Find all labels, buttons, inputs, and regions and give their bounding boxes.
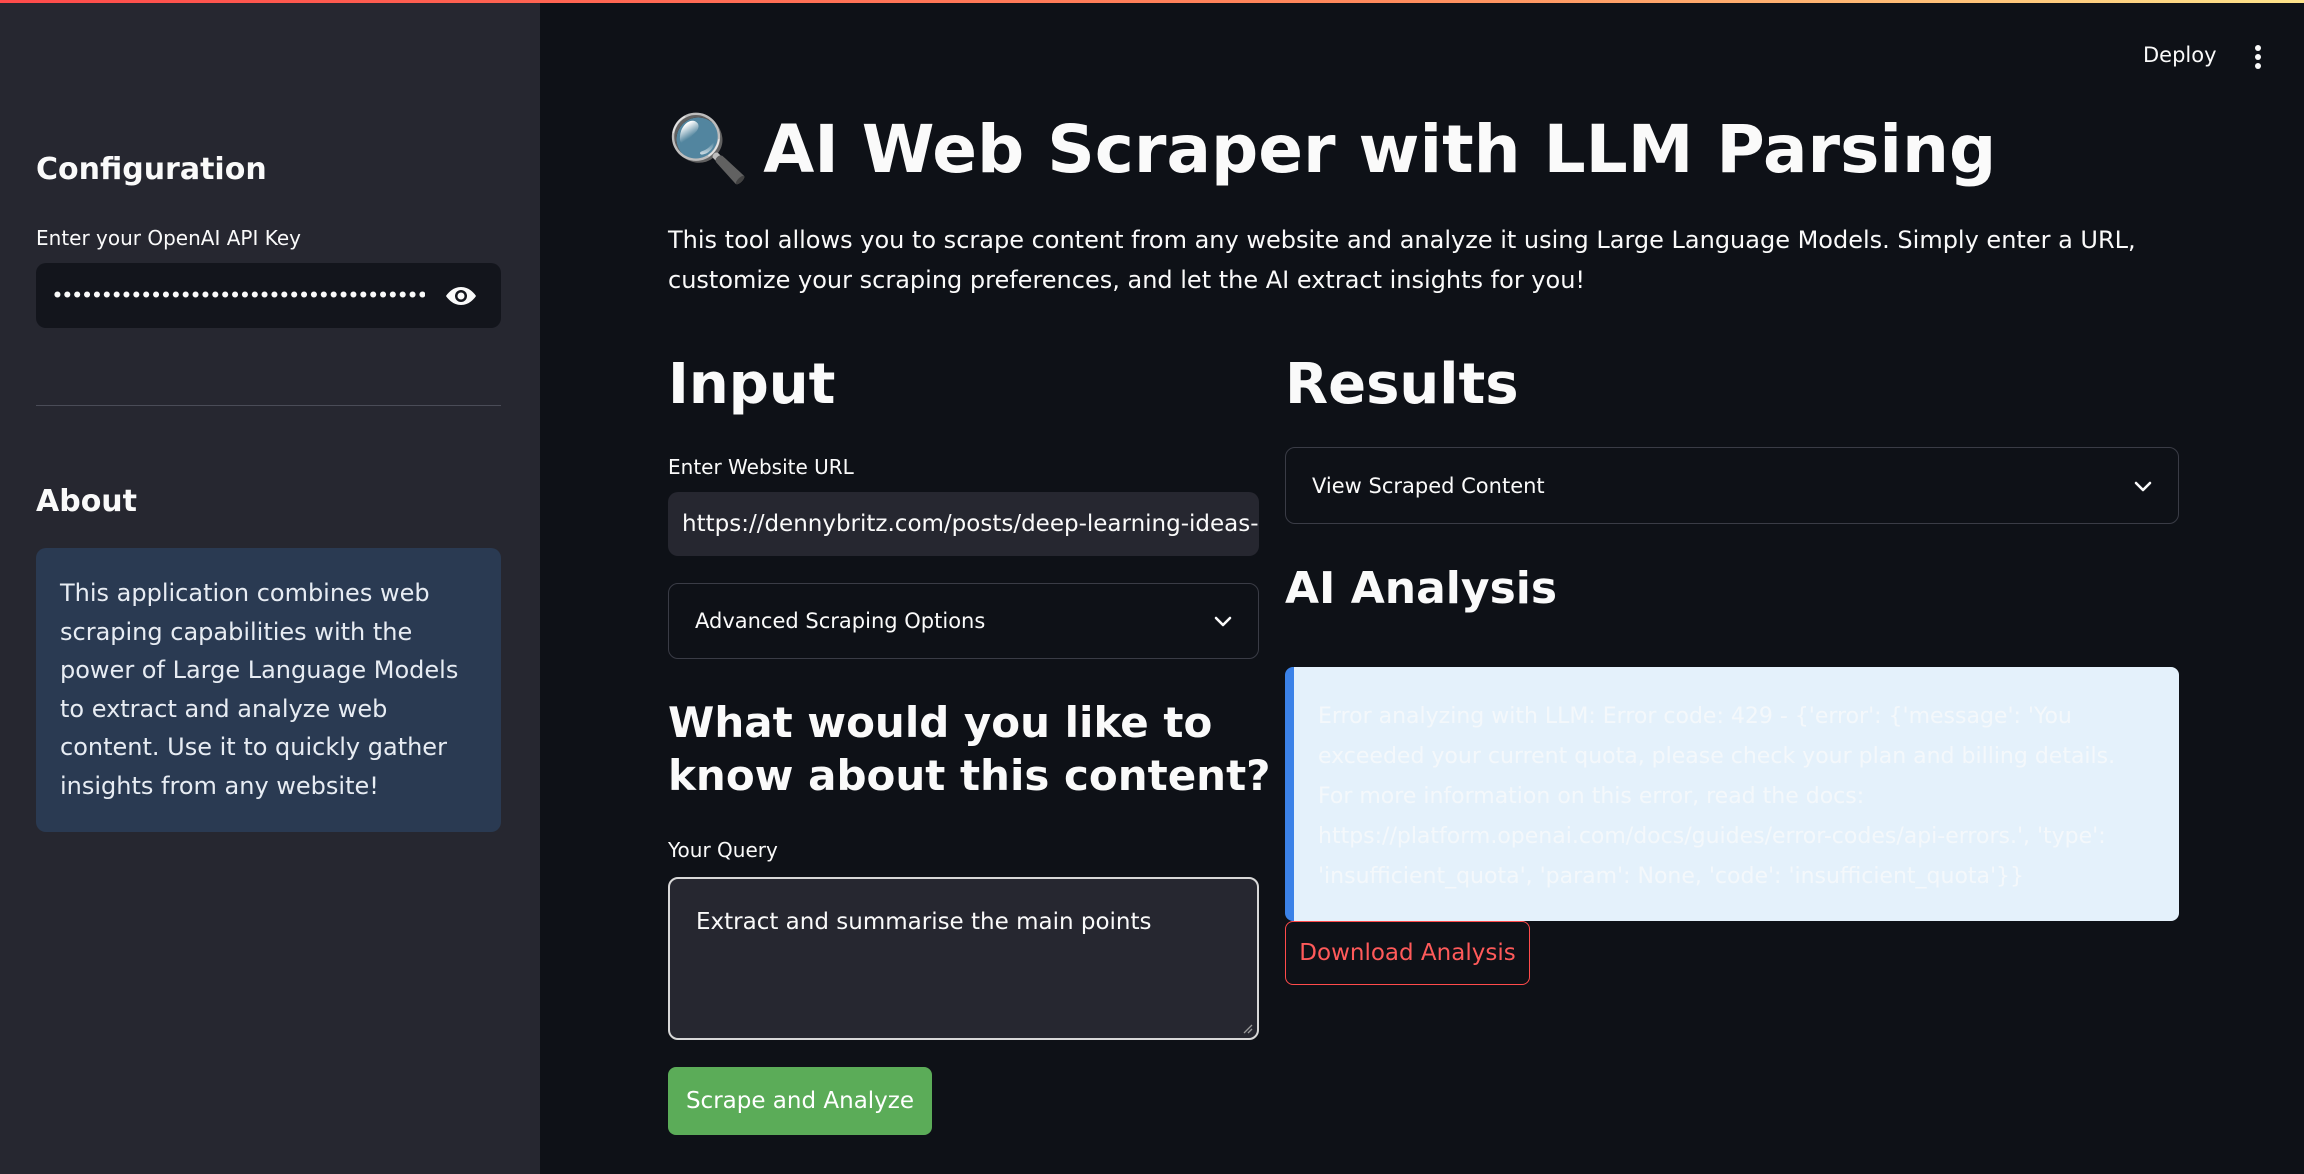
query-heading: What would you like to know about this c…	[668, 698, 1271, 800]
scrape-and-analyze-button[interactable]: Scrape and Analyze	[668, 1067, 932, 1135]
results-heading: Results	[1285, 352, 1519, 417]
page-title-text: AI Web Scraper with LLM Parsing	[763, 110, 1997, 188]
advanced-options-label: Advanced Scraping Options	[695, 609, 986, 633]
magnifier-icon: 🔍	[667, 110, 750, 187]
download-analysis-button[interactable]: Download Analysis	[1285, 921, 1530, 985]
input-heading: Input	[668, 352, 836, 417]
sidebar-about-title: About	[36, 484, 138, 519]
query-textarea[interactable]: Extract and summarise the main points	[668, 877, 1259, 1040]
sidebar-config-title: Configuration	[36, 152, 267, 187]
top-accent-bar	[0, 0, 2304, 3]
url-label: Enter Website URL	[668, 455, 854, 479]
intro-text: This tool allows you to scrape content f…	[668, 226, 2136, 294]
query-label: Your Query	[668, 838, 778, 862]
ai-analysis-heading: AI Analysis	[1285, 563, 1558, 614]
query-text: Extract and summarise the main points	[696, 909, 1152, 935]
analysis-result-box: Error analyzing with LLM: Error code: 42…	[1285, 667, 2179, 921]
url-input[interactable]: https://dennybritz.com/posts/deep-learni…	[668, 492, 1259, 556]
view-scraped-content-label: View Scraped Content	[1312, 473, 1545, 498]
sidebar-divider	[36, 405, 501, 406]
kebab-menu-icon[interactable]	[2246, 42, 2270, 72]
api-key-field[interactable]: ••••••••••••••••••••••••••••••••••••••••…	[36, 263, 501, 328]
chevron-down-icon	[2134, 474, 2152, 498]
sidebar: Configuration Enter your OpenAI API Key …	[0, 0, 540, 1174]
api-key-masked-value[interactable]: ••••••••••••••••••••••••••••••••••••••••…	[52, 285, 425, 306]
view-scraped-content-expander[interactable]: View Scraped Content	[1285, 447, 2179, 524]
page-title: 🔍 AI Web Scraper with LLM Parsing	[667, 110, 1996, 188]
resize-grip-icon[interactable]	[1241, 1022, 1253, 1034]
advanced-options-expander[interactable]: Advanced Scraping Options	[668, 583, 1259, 659]
chevron-down-icon	[1214, 609, 1232, 633]
eye-icon[interactable]	[437, 272, 485, 320]
deploy-button[interactable]: Deploy	[2143, 43, 2217, 67]
about-info-box: This application combines web scraping c…	[36, 548, 501, 832]
api-key-label: Enter your OpenAI API Key	[36, 226, 301, 250]
